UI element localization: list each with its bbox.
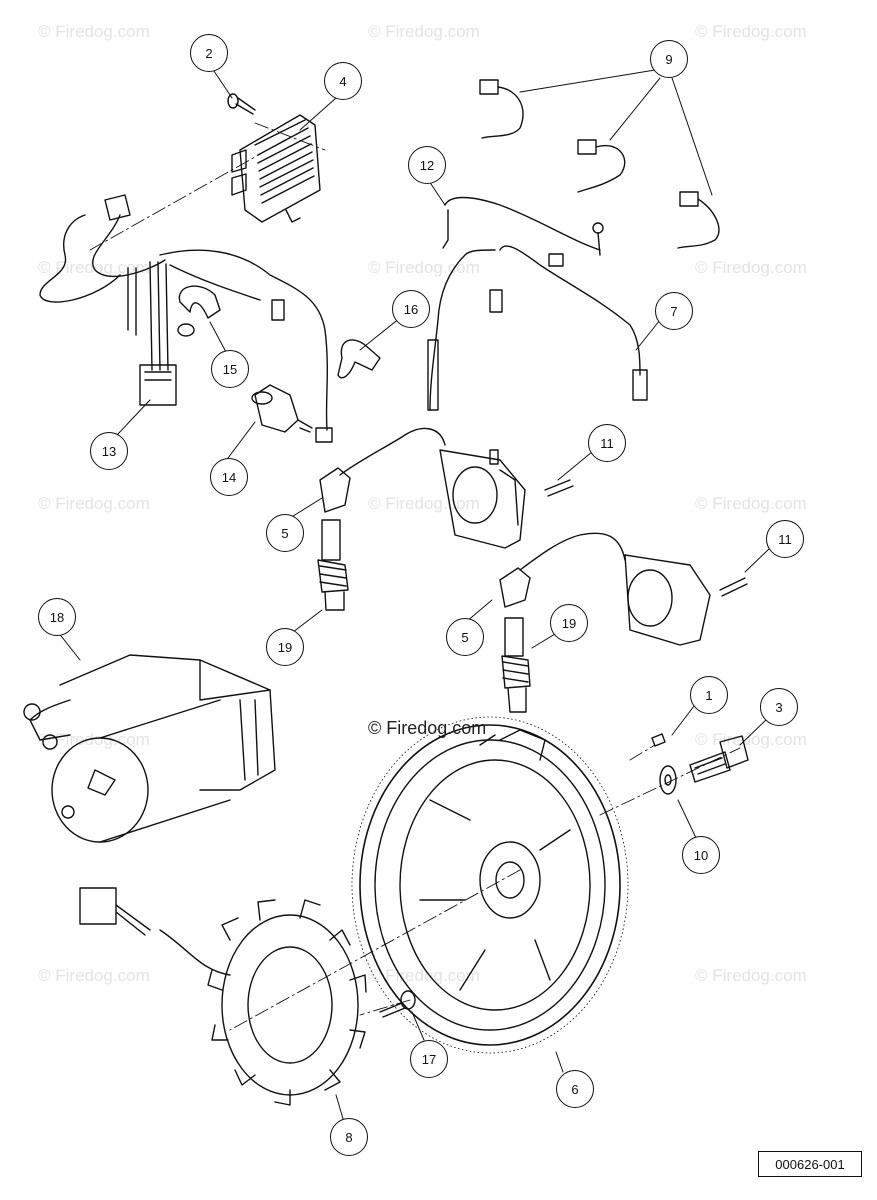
callout-2: 2 — [190, 34, 228, 72]
watermark: © Firedog.com — [38, 966, 150, 985]
leader-lines — [57, 64, 771, 1123]
callout-15: 15 — [211, 350, 249, 388]
callout-11a: 11 — [588, 424, 626, 462]
ignition-coil-lower — [499, 532, 748, 646]
screw-part-17 — [379, 990, 416, 1018]
watermark: © Firedog.com — [695, 22, 807, 41]
callout-8: 8 — [330, 1118, 368, 1156]
ignition-coil-upper — [319, 427, 574, 549]
watermark: © Firedog.com — [695, 258, 807, 277]
bolt-part-3 — [689, 735, 749, 783]
regulator-module — [231, 114, 321, 223]
callout-10: 10 — [682, 836, 720, 874]
key-part-1 — [651, 733, 666, 747]
watermark: © Firedog.com — [368, 966, 480, 985]
diagram-part-number: 000626-001 — [758, 1151, 862, 1177]
cable-tie-1 — [479, 79, 524, 139]
watermark: © Firedog.com — [695, 966, 807, 985]
cable-tie-2 — [577, 139, 626, 193]
watermark: © Firedog.com — [38, 22, 150, 41]
watermark: © Firedog.com — [38, 494, 150, 513]
callout-5b: 5 — [446, 618, 484, 656]
starter-motor — [23, 654, 276, 843]
callout-6: 6 — [556, 1070, 594, 1108]
stator — [79, 887, 367, 1106]
callout-9: 9 — [650, 40, 688, 78]
callout-4: 4 — [324, 62, 362, 100]
spark-plug-lower — [501, 617, 531, 713]
clip-part-16 — [337, 339, 381, 379]
callout-7: 7 — [655, 292, 693, 330]
callout-3: 3 — [760, 688, 798, 726]
callout-12: 12 — [408, 146, 446, 184]
callout-16: 16 — [392, 290, 430, 328]
callout-5a: 5 — [266, 514, 304, 552]
watermark: © Firedog.com — [695, 730, 807, 749]
assembly-axis-lines — [89, 122, 741, 1031]
callout-1: 1 — [690, 676, 728, 714]
washer-part-10 — [659, 765, 677, 795]
clamp-part-15 — [177, 285, 221, 337]
screw-part-2 — [227, 93, 256, 115]
callout-13: 13 — [90, 432, 128, 470]
callout-19a: 19 — [266, 628, 304, 666]
callout-14: 14 — [210, 458, 248, 496]
callout-17: 17 — [410, 1040, 448, 1078]
center-watermark: © Firedog.com — [368, 718, 487, 738]
cable-tie-3 — [677, 191, 720, 249]
wiring-harness — [39, 194, 333, 443]
wire-part-12 — [442, 196, 604, 267]
wire-part-7 — [427, 245, 648, 411]
flywheel — [351, 716, 629, 1054]
watermark: © Firedog.com — [368, 494, 480, 513]
watermark: © Firedog.com — [695, 494, 807, 513]
callout-19b: 19 — [550, 604, 588, 642]
spark-plug-upper — [317, 519, 349, 611]
switch-part-14 — [251, 384, 313, 433]
watermark: © Firedog.com — [368, 22, 480, 41]
callout-11b: 11 — [766, 520, 804, 558]
callout-18: 18 — [38, 598, 76, 636]
